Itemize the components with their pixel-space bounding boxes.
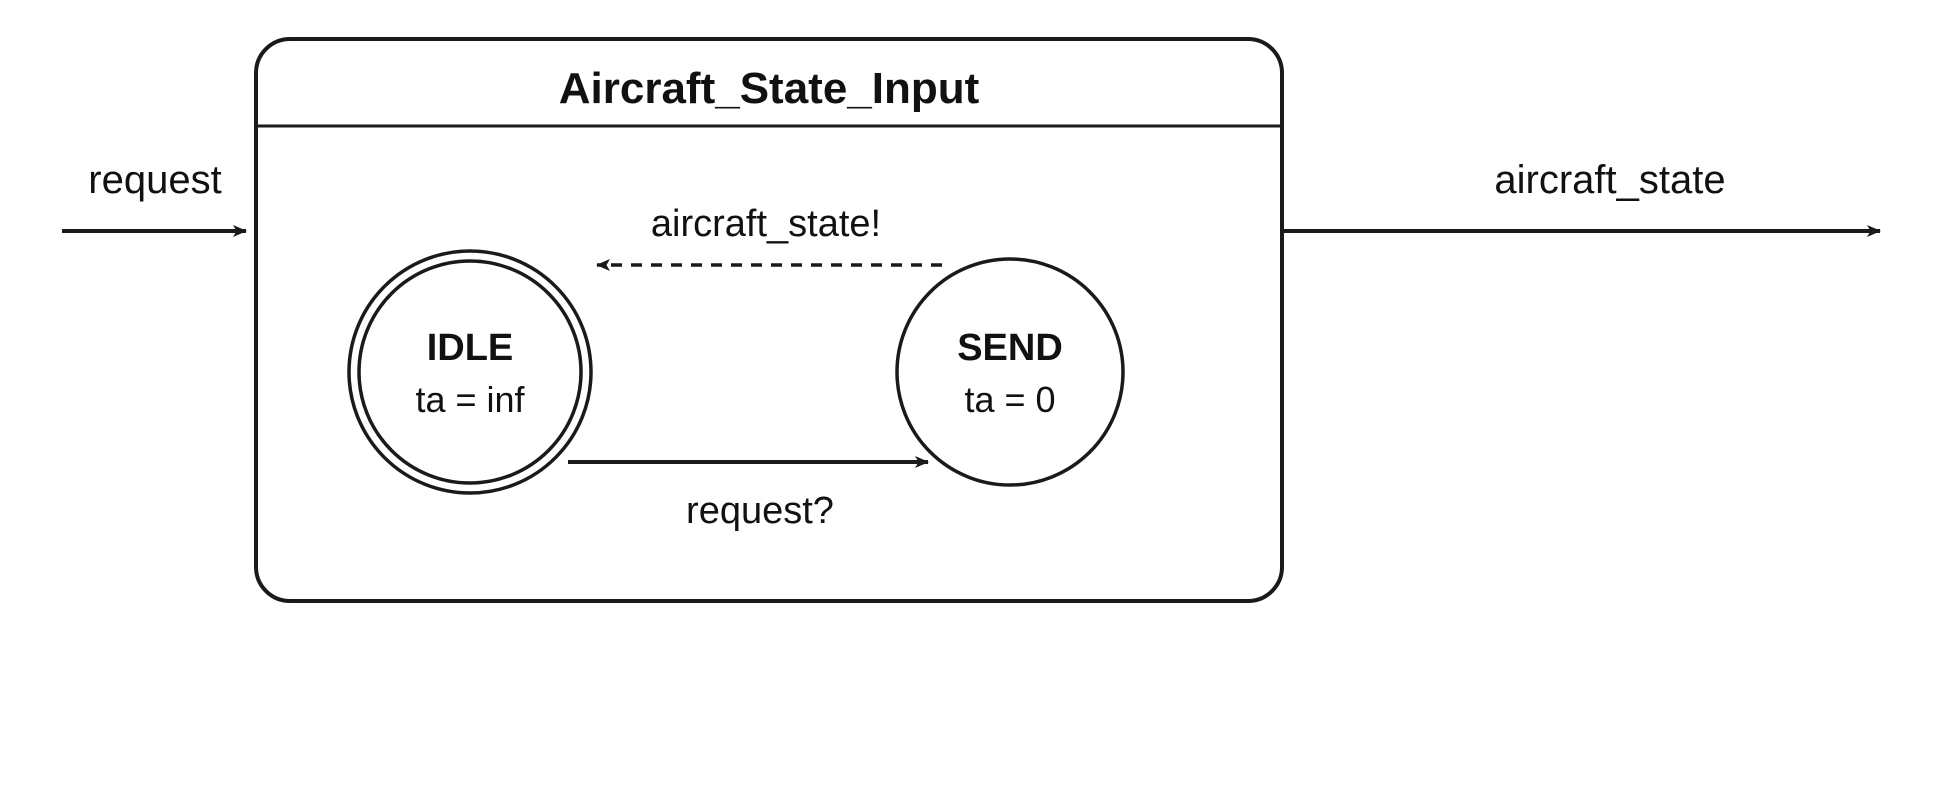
block-title: Aircraft_State_Input	[558, 64, 980, 113]
output-port-label: aircraft_state	[1494, 158, 1726, 202]
state-idle-inner-circle	[357, 259, 583, 485]
transition-idle-to-send-label: request?	[686, 490, 834, 532]
state-send-name: SEND	[957, 327, 1063, 369]
state-send-circle	[895, 257, 1125, 487]
state-send-ta: ta = 0	[964, 379, 1056, 420]
state-idle-ta: ta = inf	[415, 379, 525, 420]
state-idle-name: IDLE	[426, 327, 514, 369]
input-port-label: request	[88, 158, 222, 202]
transition-send-to-idle-label: aircraft_state!	[650, 203, 882, 245]
